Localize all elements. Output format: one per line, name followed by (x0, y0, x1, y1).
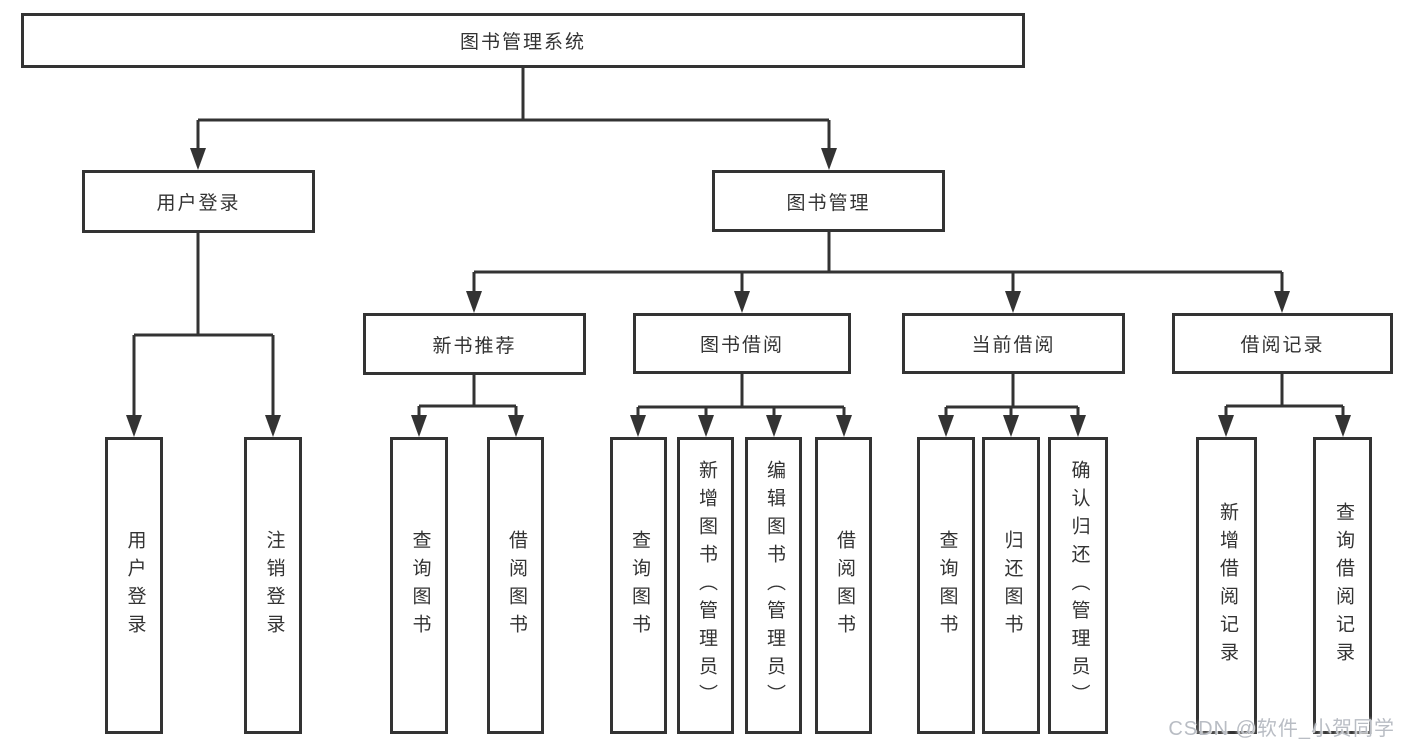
node-return-books: 归还图书 (982, 437, 1040, 734)
node-label: 新增借阅记录 (1216, 501, 1238, 670)
node-query-books-1: 查询图书 (390, 437, 448, 734)
node-label: 归还图书 (1001, 529, 1023, 642)
connector-borrow-records-to-children (1218, 374, 1351, 437)
connector-book-borrow-to-children (630, 374, 852, 437)
node-label: 新增图书（管理员） (695, 459, 717, 712)
node-label: 确认归还（管理员） (1068, 459, 1090, 712)
node-borrow-books-1: 借阅图书 (487, 437, 544, 734)
node-label: 查询借阅记录 (1332, 501, 1354, 670)
node-label: 借阅图书 (833, 529, 855, 642)
node-label: 借阅记录 (1240, 335, 1325, 356)
connector-user-login-to-children (126, 233, 281, 437)
node-query-borrow-record: 查询借阅记录 (1313, 437, 1372, 734)
node-new-book-recommendation: 新书推荐 (363, 313, 586, 375)
node-label: 借阅图书 (505, 529, 527, 642)
node-query-books-2: 查询图书 (610, 437, 667, 734)
node-label: 注销登录 (263, 529, 285, 642)
node-borrowing-records: 借阅记录 (1172, 313, 1393, 374)
node-user-login: 用户登录 (82, 170, 315, 233)
connector-new-book-rec-to-children (411, 375, 524, 437)
connector-current-borrow-to-children (938, 374, 1086, 437)
node-label: 用户登录 (156, 193, 241, 214)
node-label: 查询图书 (628, 529, 650, 642)
node-book-management: 图书管理 (712, 170, 945, 232)
node-logout: 注销登录 (244, 437, 302, 734)
node-add-borrow-record: 新增借阅记录 (1196, 437, 1257, 734)
node-query-books-3: 查询图书 (917, 437, 975, 734)
node-user-login-action: 用户登录 (105, 437, 163, 734)
node-label: 查询图书 (409, 529, 431, 642)
node-add-books-admin: 新增图书（管理员） (677, 437, 734, 734)
connector-root-to-level2 (190, 68, 837, 170)
node-label: 编辑图书（管理员） (763, 459, 785, 712)
node-label: 用户登录 (124, 529, 146, 642)
node-current-borrowing: 当前借阅 (902, 313, 1125, 374)
node-label: 图书管理系统 (459, 32, 586, 53)
node-label: 图书管理 (786, 192, 871, 214)
node-borrow-books-2: 借阅图书 (815, 437, 872, 734)
node-label: 查询图书 (936, 529, 958, 642)
node-label: 图书借阅 (699, 335, 784, 356)
node-label: 新书推荐 (432, 335, 517, 357)
node-library-management-system: 图书管理系统 (21, 13, 1025, 68)
watermark: CSDN @软件_小贺同学 (1168, 718, 1395, 740)
connector-book-management-to-level3 (466, 232, 1290, 313)
node-confirm-return-admin: 确认归还（管理员） (1048, 437, 1108, 734)
node-book-borrowing: 图书借阅 (633, 313, 851, 374)
node-edit-books-admin: 编辑图书（管理员） (745, 437, 802, 734)
node-label: 当前借阅 (971, 335, 1056, 356)
